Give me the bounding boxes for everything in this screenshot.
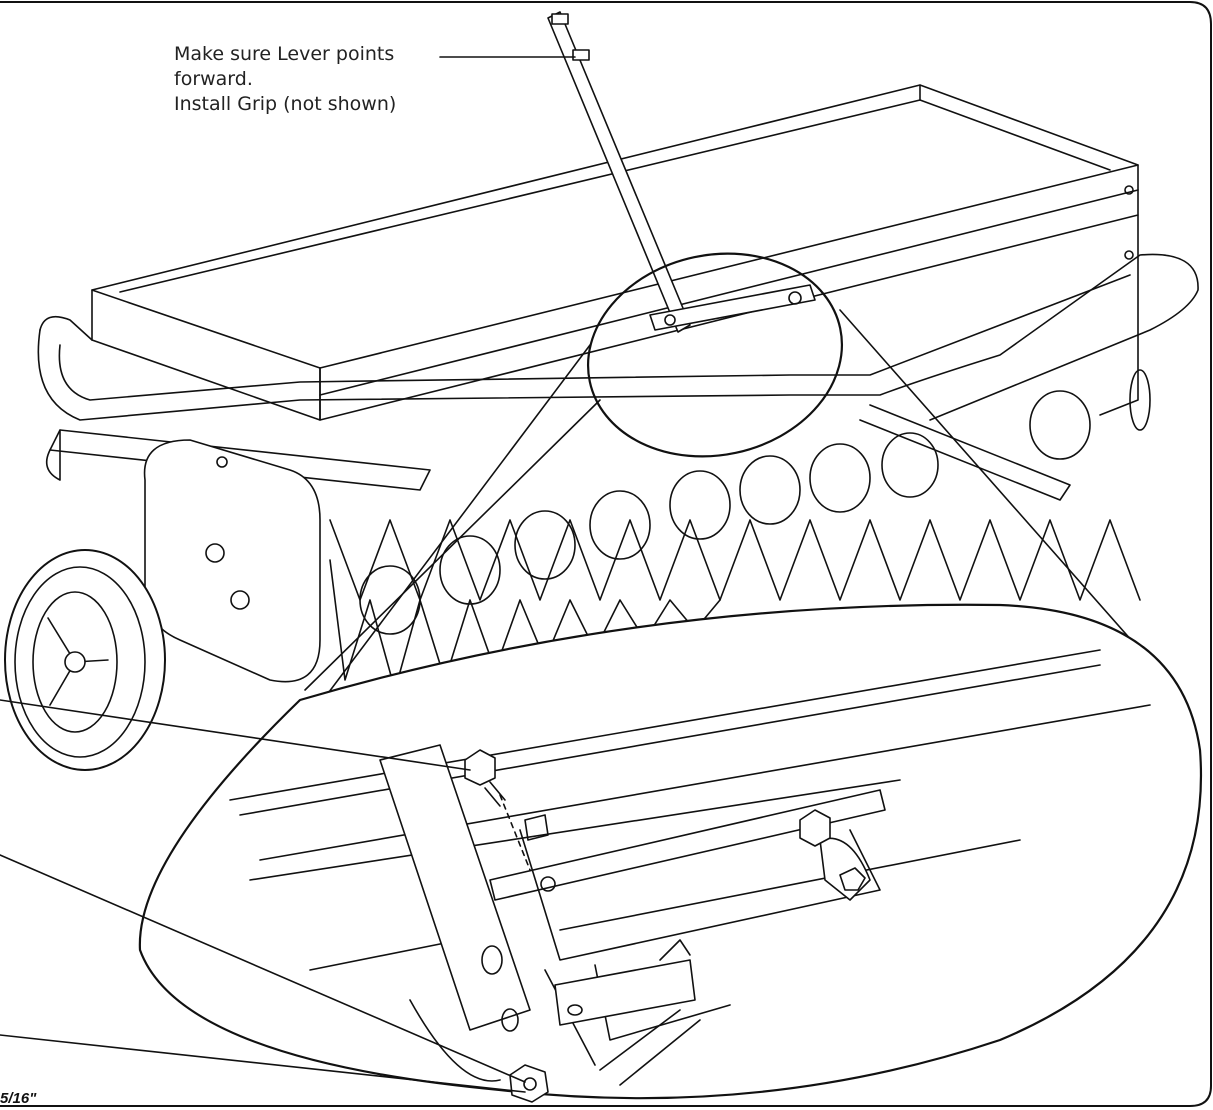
side-plate [145,440,320,682]
bolt-icon [465,750,830,846]
callout-line-1: Make sure Lever points [174,43,395,65]
callout-line-3: Install Grip (not shown) [174,93,397,115]
detail-zoom [140,605,1201,1098]
spike-wheel-icon [330,370,1150,690]
callout-line-2: forward. [174,68,253,90]
bolt-size-label: 5/16" [0,1090,37,1107]
lever-callout: Make sure Lever points forward. Install … [174,42,401,117]
wheel-icon [5,550,165,770]
hopper [92,85,1138,420]
detail-circle [569,231,861,480]
lever-icon [548,12,815,332]
nut-icon [510,868,865,1102]
hardware-leader-lines [0,700,525,1092]
